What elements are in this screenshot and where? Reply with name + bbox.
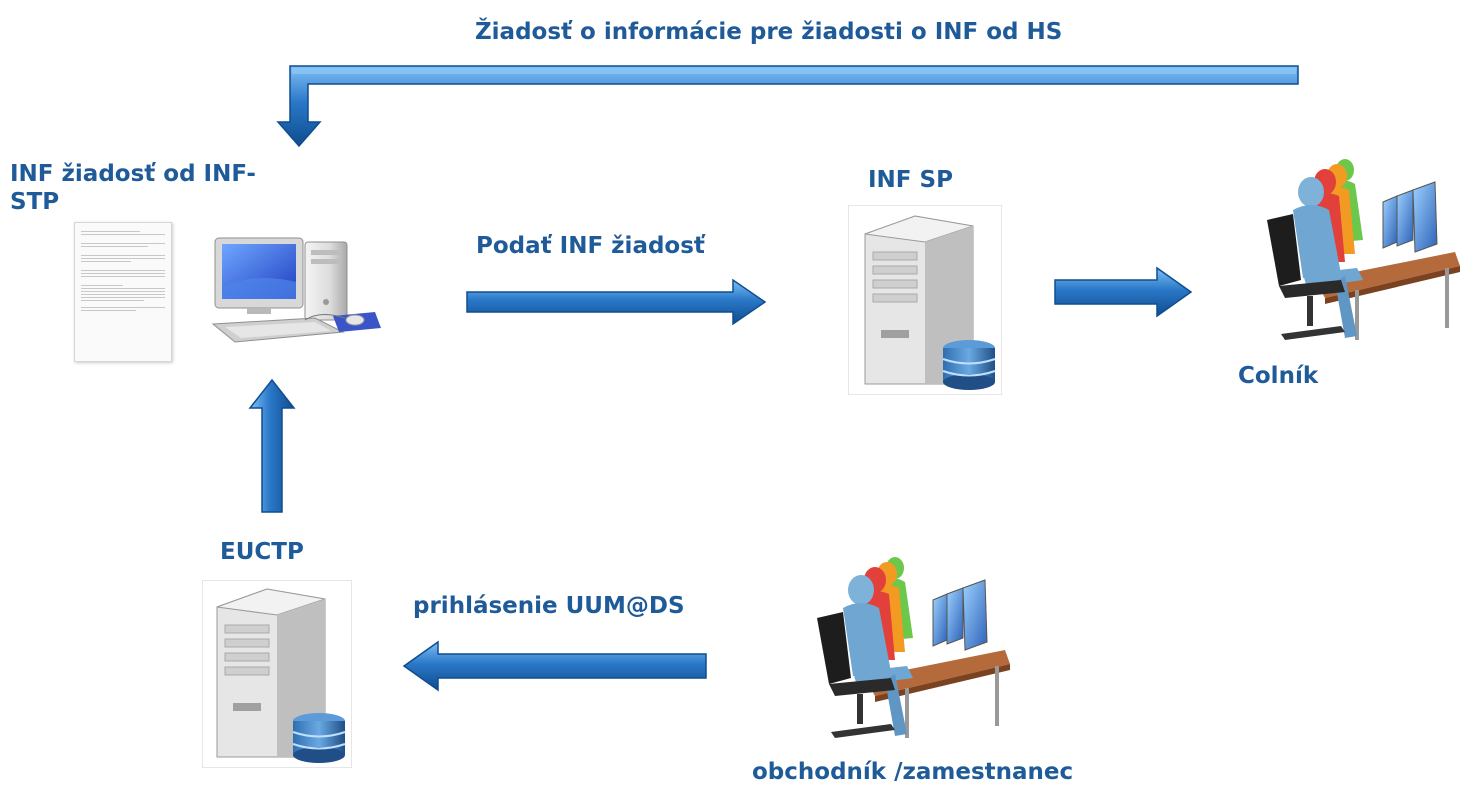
feedback-arrow — [276, 65, 1299, 148]
customs-officer-label: Colník — [1238, 363, 1319, 389]
submit-arrow — [466, 278, 767, 326]
login-label: prihlásenie UUM@DS — [413, 593, 685, 619]
trader-label: obchodník /zamestnanec — [752, 759, 1074, 785]
people-at-computers-icon — [817, 557, 1010, 738]
inf-sp-server-frame — [848, 205, 1002, 395]
up-arrow — [248, 378, 296, 513]
server-database-icon — [216, 588, 346, 763]
forward-arrow — [1054, 266, 1193, 318]
document-icon — [74, 222, 172, 362]
euctp-label: EUCTP — [220, 539, 304, 565]
inf-request-label: INF žiadosť od INF- STP — [10, 161, 256, 215]
monitor — [932, 579, 988, 651]
people-at-computers-icon — [1267, 159, 1460, 340]
euctp-server-frame — [202, 580, 352, 768]
desktop-computer-icon — [211, 237, 381, 343]
inf-sp-label: INF SP — [868, 167, 953, 193]
submit-label: Podať INF žiadosť — [476, 233, 705, 259]
monitor — [1382, 181, 1438, 253]
top-feedback-label: Žiadosť o informácie pre žiadosti o INF … — [475, 19, 1063, 45]
login-arrow — [402, 640, 707, 692]
server-database-icon — [864, 215, 996, 390]
